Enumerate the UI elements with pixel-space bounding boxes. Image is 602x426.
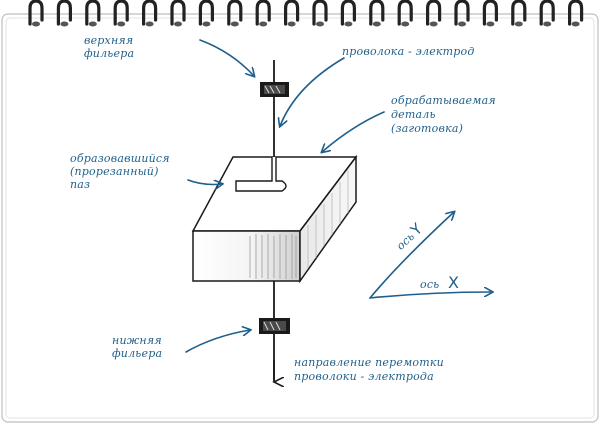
lower-guide-label-line1: нижняя [112,334,162,347]
spiral-ring [482,0,498,26]
spiral-hole [486,21,495,27]
spiral-ring [568,0,584,26]
lower-guide-label-line2: фильера [112,347,162,360]
spiral-ring [369,0,385,26]
spiral-ring [198,0,214,26]
spiral-hole [32,21,40,27]
spiral-ring [426,0,442,26]
axis-y-arrow [369,212,454,299]
cut-slot-label-line1: образовавшийся [70,152,170,165]
spiral-ring [85,0,101,26]
wire-direction-label: направление перемотки проволоки - электр… [294,356,444,383]
spiral-hole [344,21,353,27]
lower-guide-label: нижняя фильера [112,334,162,360]
spiral-binding [28,0,584,27]
wire-direction-label-line1: направление перемотки [294,356,444,369]
spiral-hole [372,21,381,27]
spiral-hole [458,21,466,27]
workpiece-label: обрабатываемая деталь (заготовка) [391,94,496,135]
spiral-ring [312,0,328,26]
upper-guide-arrow [199,39,254,76]
workpiece-arrow [322,111,385,152]
axis-x-letter: X [448,273,459,292]
workpiece-block [191,154,358,284]
spiral-ring [170,0,186,26]
axis-x-label: ось X [420,273,459,292]
spiral-ring [340,0,356,26]
spiral-ring [284,0,300,26]
axis-x-arrow [369,292,492,299]
spiral-hole [174,21,182,27]
spiral-hole [60,21,69,27]
cut-slot-label-line2: (прорезанный) [70,165,159,178]
spiral-ring [28,0,44,26]
spiral-ring [511,0,527,26]
spiral-ring [227,0,243,26]
upper-guide-label: верхняя фильера [84,34,134,60]
wire-electrode-label: проволока - электрод [342,45,475,58]
spiral-hole [202,21,211,27]
spiral-hole [429,21,438,27]
spiral-hole [401,21,410,27]
spiral-hole [145,21,154,27]
paper-inner-border [5,17,595,419]
spiral-hole [88,21,97,27]
workpiece-label-line3: (заготовка) [391,122,463,135]
spiral-ring [539,0,555,26]
cut-slot-shape [235,157,287,192]
spiral-hole [259,21,268,27]
upper-guide-label-line1: верхняя [84,34,133,47]
spiral-ring [113,0,129,26]
spiral-ring [56,0,72,26]
lower-guide-block [259,318,290,334]
upper-guide-label-line2: фильера [84,47,134,60]
cut-slot-label: образовавшийся (прорезанный) паз [70,152,170,191]
cut-slot-label-line3: паз [70,178,90,191]
spiral-ring [397,0,413,26]
spiral-hole [514,21,523,27]
lower-guide-arrow [185,330,250,353]
wire-direction-label-line2: проволоки - электрода [294,370,434,383]
wire-electrode-arrow [280,57,345,126]
spiral-ring [454,0,470,26]
spiral-hole [230,21,239,27]
spiral-ring [142,0,158,26]
spiral-ring [255,0,271,26]
cut-slot-arrow [187,180,222,185]
spiral-hole [117,21,126,27]
workpiece-label-line1: обрабатываемая [391,94,496,107]
spiral-hole [543,21,552,27]
spiral-hole [287,21,296,27]
workpiece-label-line2: деталь [391,108,436,121]
spiral-hole [571,21,580,27]
spiral-hole [316,21,324,27]
axis-x-prefix: ось [420,278,439,291]
upper-guide-block [260,82,289,97]
